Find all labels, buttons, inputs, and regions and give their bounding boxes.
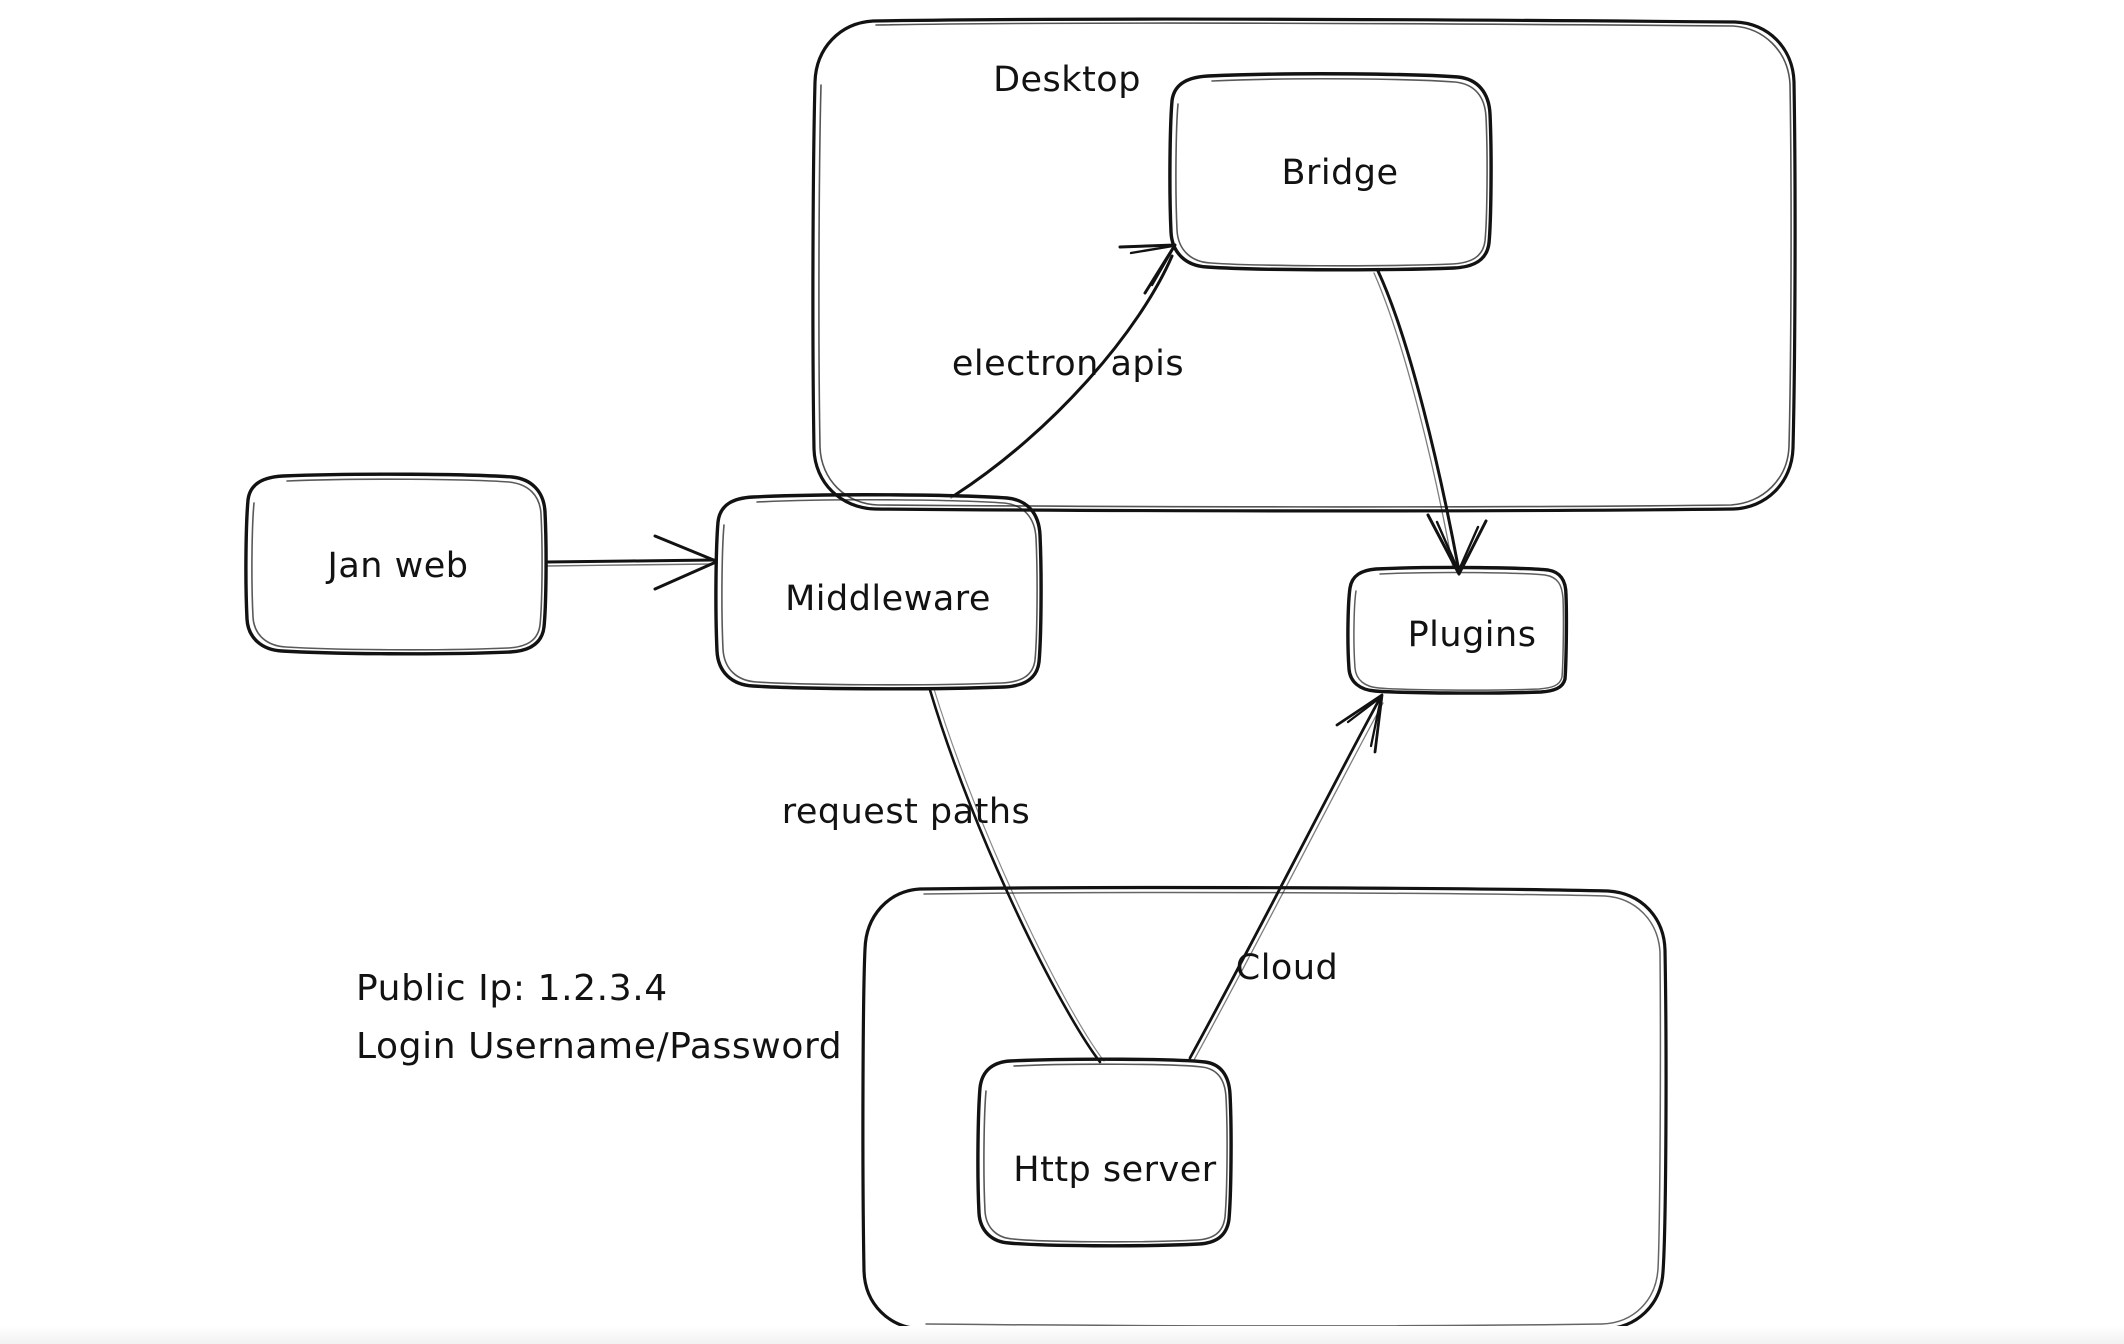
edge-middleware-to-http-server [928, 688, 1105, 1064]
edge-jan-web-to-middleware [544, 534, 718, 591]
node-jan-web-outline[interactable] [244, 472, 548, 656]
edge-bridge-to-plugins [1373, 269, 1488, 576]
edge-http-server-to-plugins [1188, 693, 1384, 1061]
edge-middleware-to-bridge [950, 243, 1177, 499]
note-login-credentials: Login Username/Password [356, 1026, 843, 1067]
note-public-ip: Public Ip: 1.2.3.4 [356, 968, 668, 1009]
bottom-edge-fade [0, 1326, 2124, 1344]
group-desktop-outline [811, 17, 1797, 513]
node-bridge-outline[interactable] [1168, 72, 1493, 272]
node-http-server-outline[interactable] [976, 1057, 1233, 1248]
node-middleware-outline[interactable] [714, 493, 1043, 691]
group-cloud-outline [861, 885, 1668, 1333]
node-plugins-outline[interactable] [1346, 565, 1569, 695]
